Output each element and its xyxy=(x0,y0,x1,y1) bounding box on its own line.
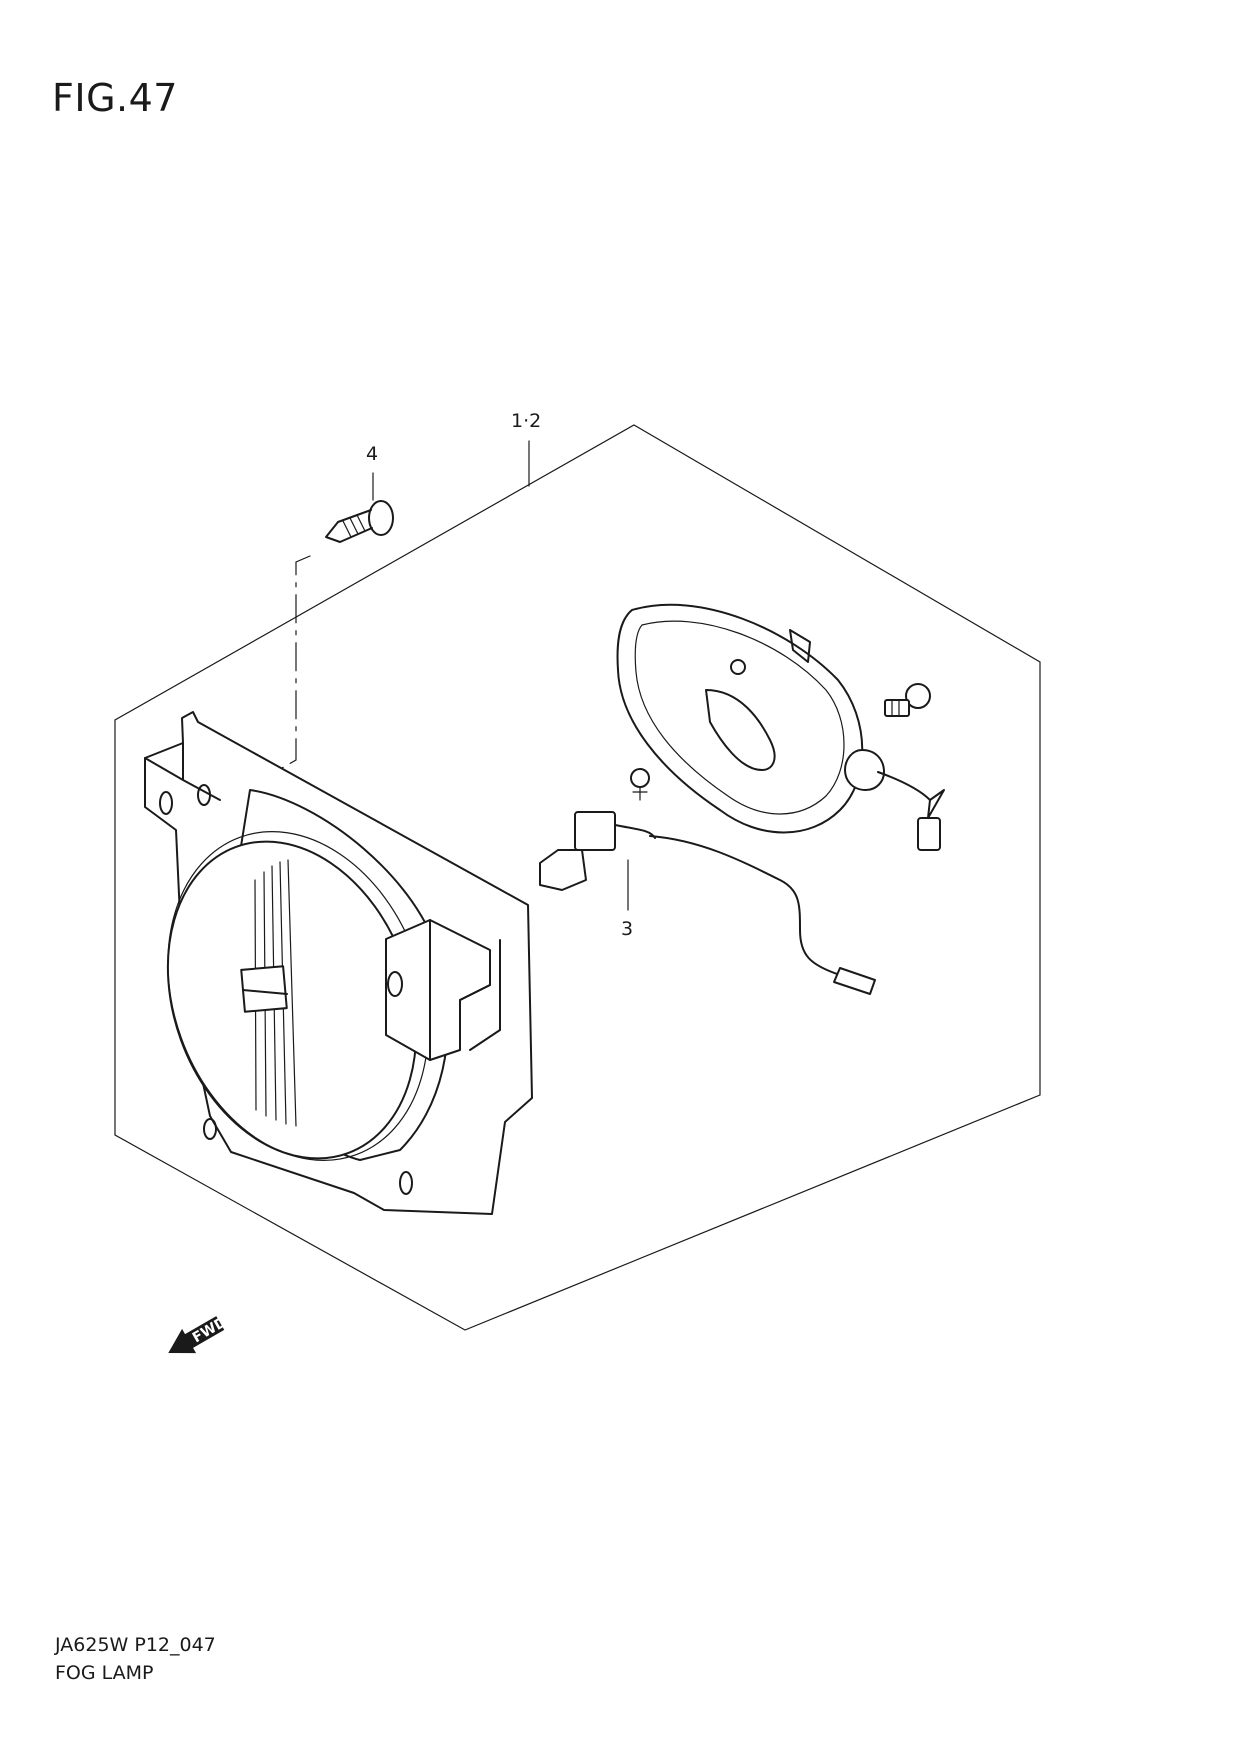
alignment-line xyxy=(267,555,311,777)
rear-housing xyxy=(616,603,864,834)
callout-part-4: 4 xyxy=(366,443,378,465)
diagram-code: JA625W P12_047 xyxy=(55,1634,216,1656)
rear-connector xyxy=(844,749,945,851)
lens-badge xyxy=(240,965,288,1013)
screw-part-4 xyxy=(325,500,394,543)
fwd-arrow-icon: FWD xyxy=(168,1314,230,1354)
side-clip xyxy=(385,919,491,1061)
housing-screw xyxy=(884,683,931,717)
figure-title: FIG.47 xyxy=(52,76,178,120)
fwd-label: FWD xyxy=(190,1314,230,1346)
assembly-boundary xyxy=(114,424,1041,1331)
callout-part-1-2: 1·2 xyxy=(511,410,541,432)
bulb-part-3 xyxy=(539,768,656,891)
fog-lamp-unit xyxy=(166,789,449,1161)
bulb-wire xyxy=(649,835,841,976)
callout-part-3: 3 xyxy=(621,918,633,940)
wire-terminal xyxy=(833,967,876,995)
diagram-name: FOG LAMP xyxy=(55,1662,154,1684)
